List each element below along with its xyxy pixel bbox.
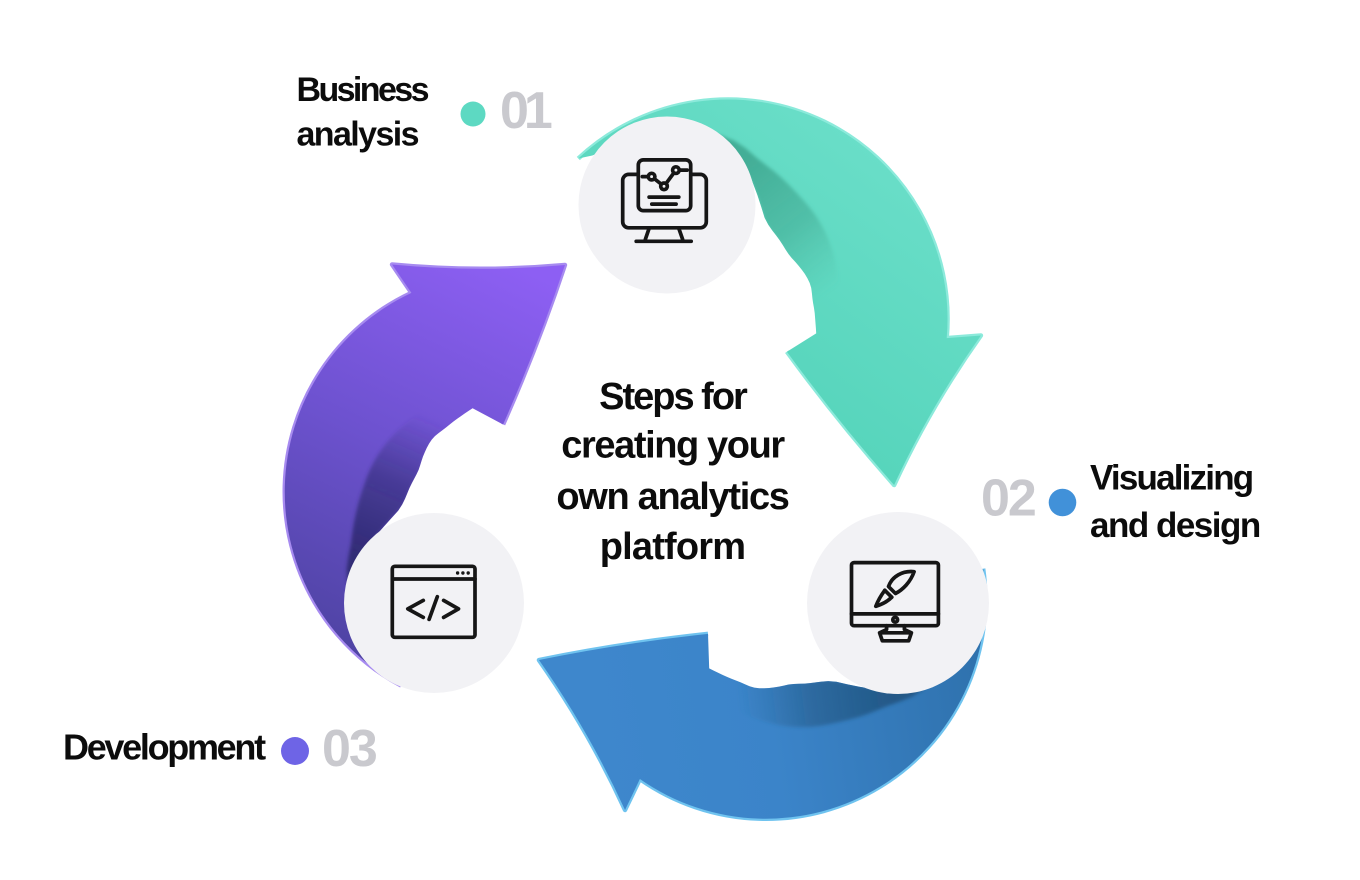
svg-text:and design: and design — [1090, 506, 1260, 545]
svg-text:01: 01 — [500, 82, 552, 140]
svg-text:Visualizing: Visualizing — [1090, 459, 1253, 498]
svg-text:platform: platform — [600, 526, 746, 568]
svg-text:creating your: creating your — [561, 425, 785, 467]
svg-text:02: 02 — [981, 470, 1035, 528]
svg-text:03: 03 — [322, 720, 377, 778]
svg-text:own analytics: own analytics — [556, 476, 788, 518]
svg-text:analysis: analysis — [297, 116, 419, 154]
svg-text:Steps for: Steps for — [599, 376, 748, 418]
svg-text:Business: Business — [297, 71, 429, 109]
svg-text:Development: Development — [63, 727, 266, 768]
